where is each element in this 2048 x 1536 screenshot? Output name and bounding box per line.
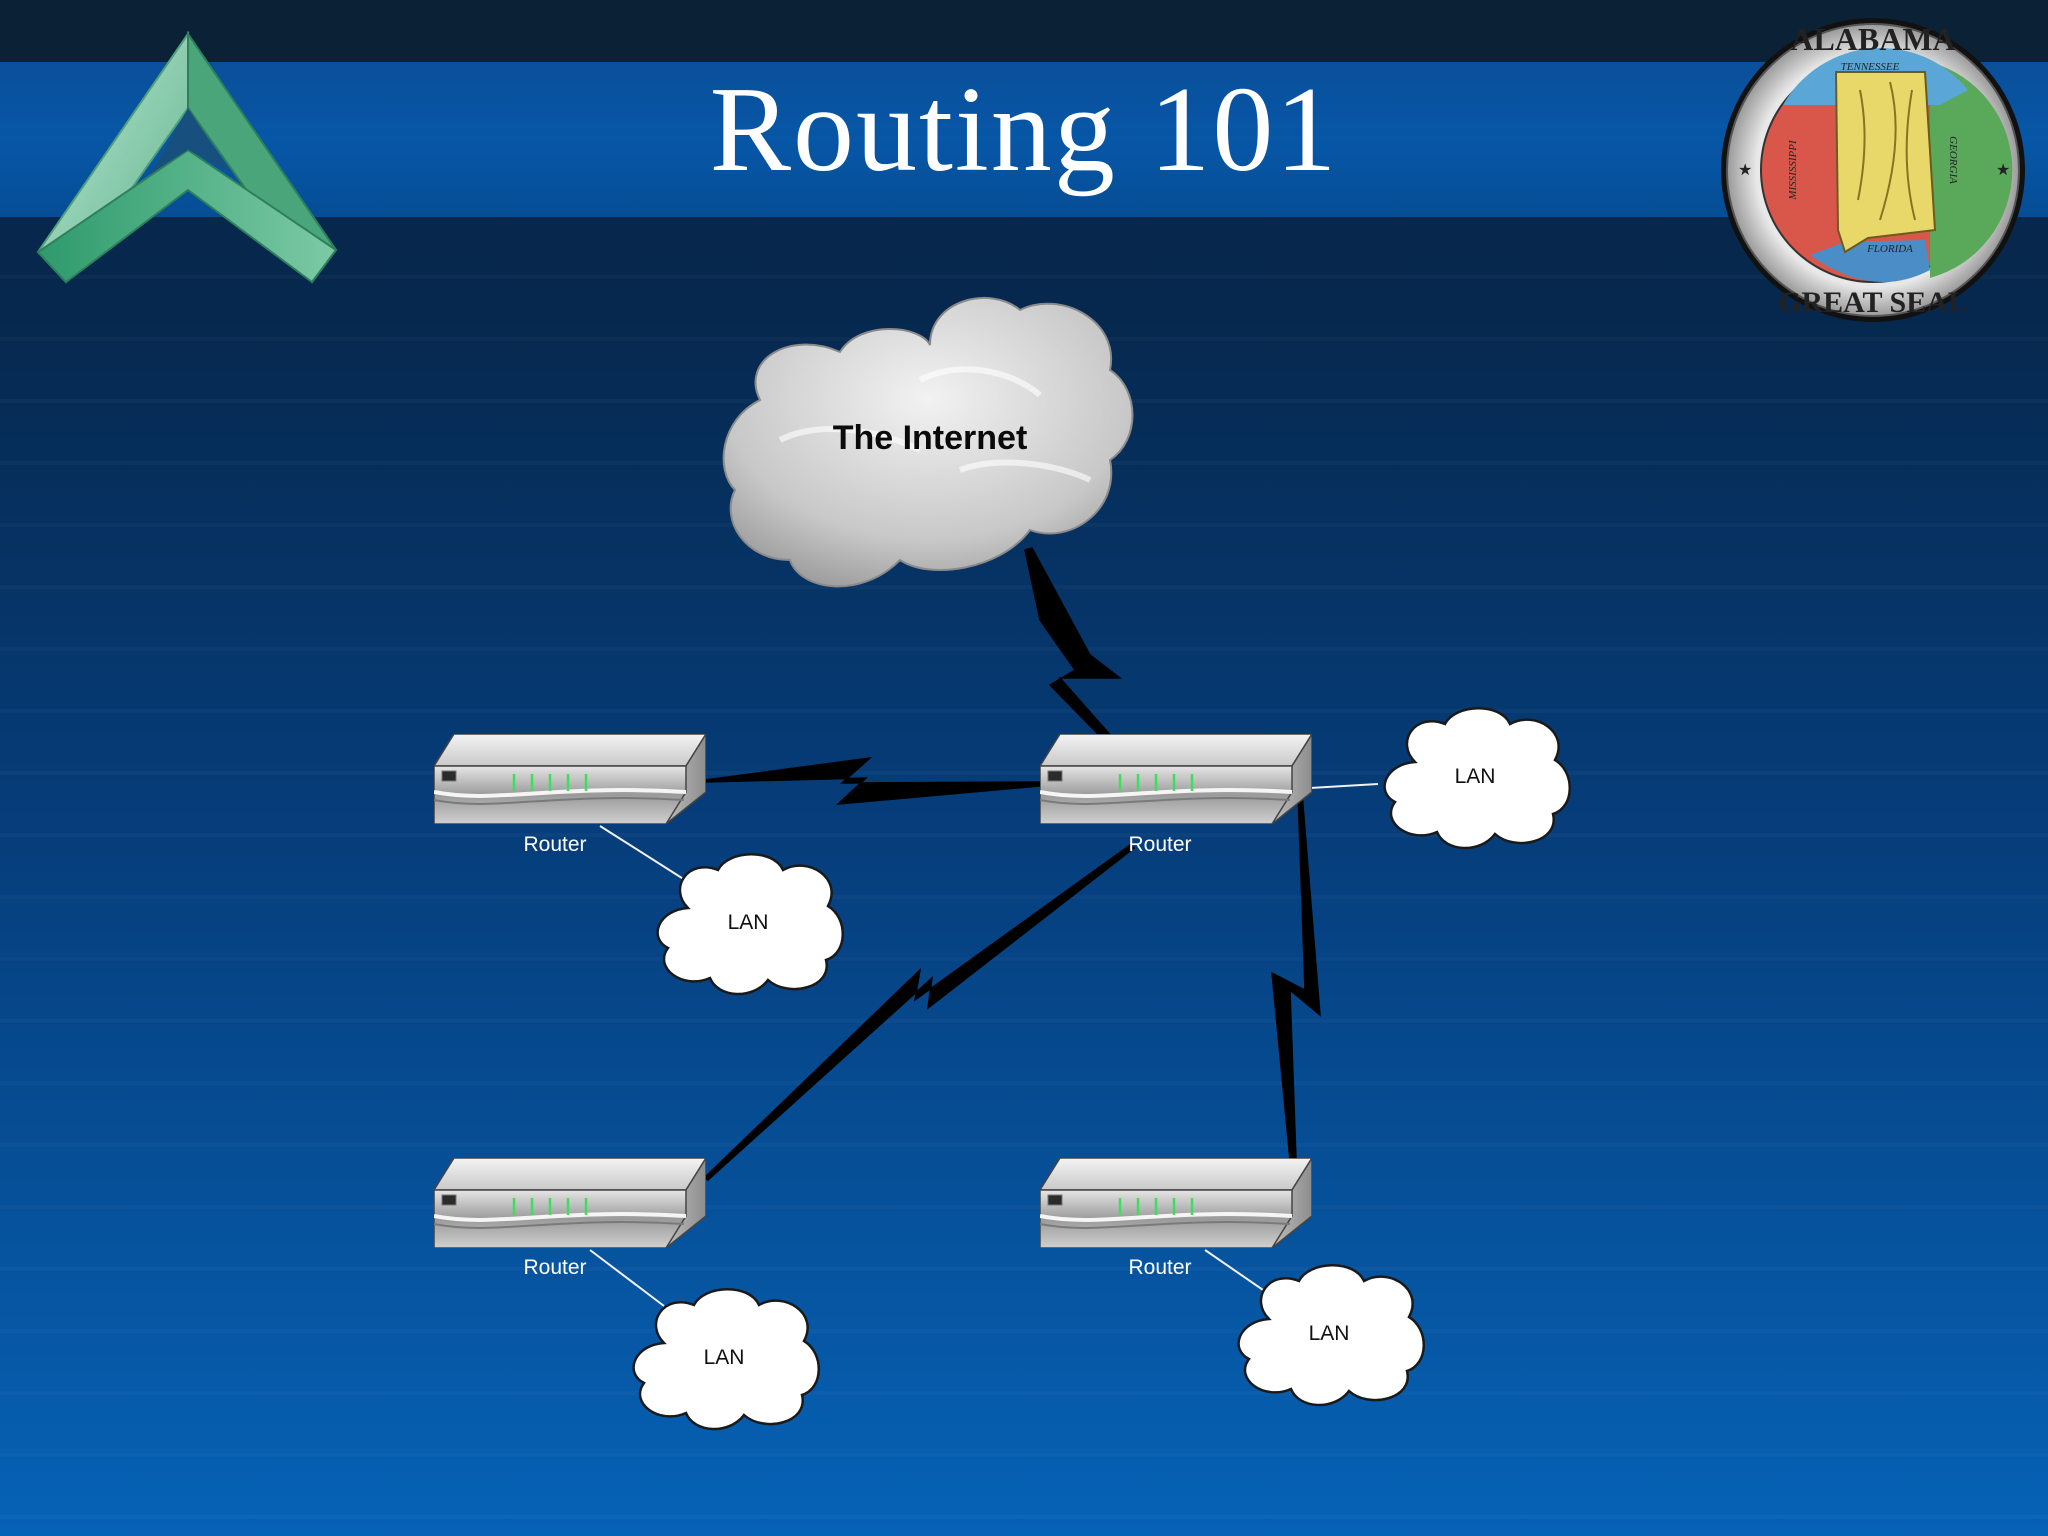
serial-link-router-left (704, 756, 1041, 805)
seal-bottom-text: GREAT SEAL (1778, 286, 1968, 319)
seal-north-text: TENNESSEE (1841, 61, 1900, 73)
alabama-great-seal: ALABAMA GREAT SEAL TENNESSEE FLORIDA MIS… (1721, 18, 2025, 322)
lan-cloud-top-left: LAN (656, 852, 845, 996)
status-leds (1118, 774, 1194, 791)
seal-east-text: GEORGIA (1947, 136, 1959, 184)
status-leds (512, 774, 588, 791)
lan-cloud-bottom-left: LAN (632, 1287, 821, 1431)
title-band (0, 62, 2048, 217)
internet-label: The Internet (833, 419, 1028, 457)
seal-south-text: FLORIDA (1866, 243, 1913, 255)
slide-title: Routing 101 (709, 62, 1339, 197)
seal-star-icon: ★ (1738, 162, 1752, 179)
seal-top-text: ALABAMA (1790, 21, 1955, 57)
router-bottom-left: Router (434, 1158, 706, 1279)
serial-link-router-bottom-right (1271, 792, 1321, 1161)
lan-label: LAN (704, 1346, 745, 1369)
lan-label: LAN (1309, 1322, 1350, 1345)
router-label: Router (1128, 833, 1191, 856)
top-frame (0, 0, 2048, 62)
lan-link (599, 825, 686, 881)
seal-star-icon: ★ (1996, 162, 2010, 179)
status-leds (1118, 1198, 1194, 1215)
router-label: Router (523, 1256, 586, 1279)
lan-cloud-right: LAN (1383, 706, 1572, 850)
router-label: Router (523, 833, 586, 856)
lan-label: LAN (728, 911, 769, 934)
seal-west-text: MISSISSIPPI (1787, 139, 1799, 201)
serial-link-router-bottom-left (702, 844, 1136, 1181)
lan-link (589, 1249, 665, 1307)
status-leds (512, 1198, 588, 1215)
lan-cloud-bottom-right: LAN (1237, 1263, 1426, 1407)
router-label: Router (1128, 1256, 1191, 1279)
serial-links (702, 547, 1321, 1181)
lan-link (1204, 1249, 1267, 1293)
router-top-right: Router (1040, 734, 1312, 856)
router-bottom-right: Router (1040, 1158, 1312, 1279)
lan-link (1309, 783, 1379, 789)
internet-cloud: The Internet (722, 296, 1134, 588)
lan-links (589, 783, 1379, 1307)
router-top-left: Router (434, 734, 706, 856)
lan-label: LAN (1455, 765, 1496, 788)
company-logo (36, 30, 338, 284)
